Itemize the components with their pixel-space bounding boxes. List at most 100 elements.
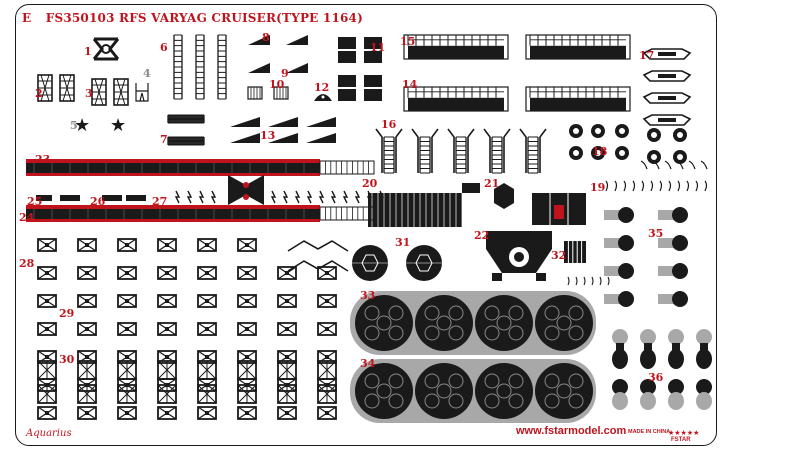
part-5-star-1: ★	[110, 115, 126, 136]
part-label-36: 36	[648, 371, 664, 384]
part-11-1	[364, 37, 382, 63]
part-frame-grid-1-6	[277, 266, 297, 280]
part-27-2	[198, 190, 205, 204]
part-frame-grid-3-2	[117, 322, 137, 336]
part-23-24-joint	[228, 175, 264, 205]
part-16-3	[483, 128, 511, 173]
part-36-3	[696, 329, 712, 410]
part-35-1-1	[658, 235, 688, 251]
part-frame-grid-0-4	[197, 238, 217, 252]
part-frame-grid-3-3	[157, 322, 177, 336]
part-label-27: 27	[152, 195, 168, 208]
part-30-0-6	[277, 360, 297, 380]
part-16-ladder-2	[455, 136, 467, 174]
part-frame-grid-2-4	[197, 294, 217, 308]
part-16-1	[411, 128, 439, 173]
part-18-2	[615, 124, 629, 138]
part-10-1	[273, 86, 289, 100]
part-frame-grid-2-5	[237, 294, 257, 308]
part-30-0-5	[237, 360, 257, 380]
part-16-2	[447, 128, 475, 173]
part-30-1-5	[237, 384, 257, 404]
part-label-7: 7	[160, 133, 168, 146]
part-32-hook-2	[583, 276, 586, 286]
part-13-4	[268, 133, 298, 143]
part-31-0	[352, 245, 388, 281]
part-22	[486, 231, 552, 281]
part-30-1-4	[197, 384, 217, 404]
part-16-ladder-3	[491, 136, 503, 174]
part-13-1	[268, 117, 298, 127]
part-label-14: 14	[402, 78, 418, 91]
part-frame-grid-3-6	[277, 322, 297, 336]
part-19-9	[686, 180, 690, 192]
part-label-8: 8	[262, 31, 270, 44]
part-18-8	[647, 150, 661, 164]
part-frame-grid-6-0	[37, 406, 57, 420]
part-30-1-6	[277, 384, 297, 404]
sheet-title: E FS350103 RFS VARYAG CRUISER(TYPE 1164)	[22, 11, 363, 25]
part-27-10	[342, 190, 349, 204]
part-label-18: 18	[592, 145, 608, 158]
part-16-ladder-4	[527, 136, 539, 174]
part-1	[92, 37, 120, 61]
part-36-2	[668, 329, 684, 410]
fret-artwork: ★★	[26, 34, 712, 423]
part-frame-grid-6-4	[197, 406, 217, 420]
part-18-9	[673, 150, 687, 164]
footer-made-in: MADE IN CHINA	[628, 429, 671, 435]
part-frame-grid-1-3	[157, 266, 177, 280]
part-16-ladder-1	[419, 136, 431, 174]
part-frame-grid-0-0	[37, 238, 57, 252]
part-19-4	[641, 180, 645, 192]
part-frame-grid-6-3	[157, 406, 177, 420]
part-hook-4	[688, 160, 696, 170]
part-frame-grid-1-7	[317, 266, 337, 280]
part-30-0-0	[37, 360, 57, 380]
part-19-0	[605, 180, 609, 192]
part-frame-grid-2-3	[157, 294, 177, 308]
part-label-21: 21	[484, 177, 500, 190]
part-27-1	[186, 190, 193, 204]
part-30-0-2	[117, 360, 137, 380]
part-28-bracket-0	[287, 240, 349, 252]
part-18-0	[569, 124, 583, 138]
part-18-7	[615, 146, 629, 160]
part-32-hook-5	[607, 276, 610, 286]
part-frame-grid-2-6	[277, 294, 297, 308]
part-19-8	[677, 180, 681, 192]
part-frame-grid-6-6	[277, 406, 297, 420]
part-label-10: 10	[269, 78, 285, 91]
part-35-3-0	[604, 291, 634, 307]
part-hook-3	[676, 160, 684, 170]
part-15-b	[525, 34, 631, 60]
part-11-0	[338, 37, 356, 63]
part-label-23: 23	[35, 153, 51, 166]
part-28-bracket-1	[287, 260, 349, 272]
part-36-1	[640, 329, 656, 410]
part-9-b	[286, 63, 308, 73]
part-30-1-1	[77, 384, 97, 404]
part-label-12: 12	[314, 81, 330, 94]
part-30-1-3	[157, 384, 177, 404]
part-25-26-3	[126, 195, 146, 201]
part-label-33: 33	[360, 289, 376, 302]
part-frame-grid-3-1	[77, 322, 97, 336]
photo-etch-fret: ★★ E FS350103 RFS VARYAG CRUISER(TYPE 11…	[15, 4, 717, 446]
part-17-1	[642, 70, 692, 82]
part-33	[350, 291, 596, 355]
part-32-hook-1	[575, 276, 578, 286]
part-frame-grid-3-7	[317, 322, 337, 336]
part-frame-grid-6-7	[317, 406, 337, 420]
part-label-35: 35	[648, 227, 664, 240]
part-16-ladder-0	[383, 136, 395, 174]
part-27-9	[330, 190, 337, 204]
part-label-20: 20	[362, 177, 378, 190]
part-18-5	[569, 146, 583, 160]
part-hook-5	[700, 160, 708, 170]
part-18-4	[673, 128, 687, 142]
part-27-5	[282, 190, 289, 204]
part-15-a	[403, 34, 509, 60]
part-18-1	[591, 124, 605, 138]
part-label-29: 29	[59, 307, 75, 320]
